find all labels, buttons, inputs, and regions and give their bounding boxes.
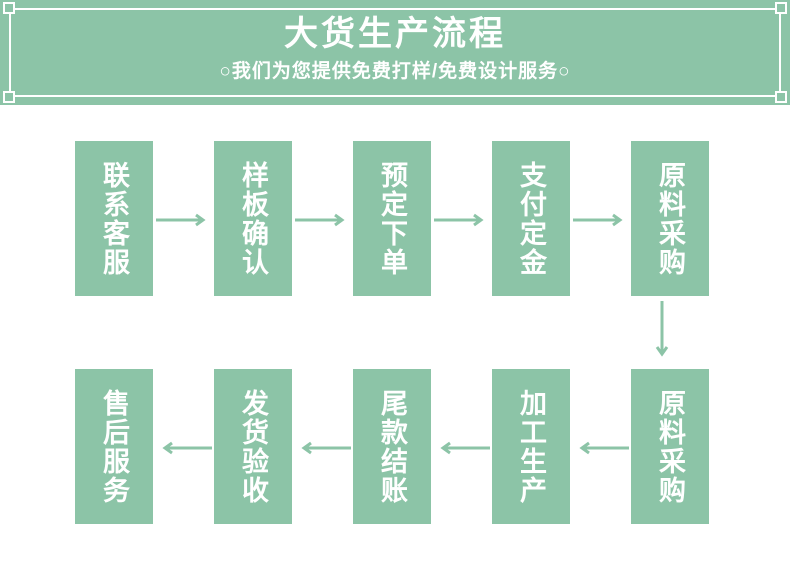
node-material-purchase: 原料采购 — [631, 141, 709, 296]
node-contact-service: 联系客服 — [75, 141, 153, 296]
arrow-right-icon — [434, 213, 490, 227]
banner-corner-top-left — [3, 2, 15, 14]
arrow-right-icon — [573, 213, 629, 227]
node-ship-inspect: 发货验收 — [214, 369, 292, 524]
node-after-sales: 售后服务 — [75, 369, 153, 524]
arrow-right-icon — [156, 213, 212, 227]
banner-corner-bottom-left — [3, 91, 15, 103]
node-place-order: 预定下单 — [353, 141, 431, 296]
process-flow: 联系客服 样板确认 预定下单 支付定金 原料采购 — [0, 105, 790, 576]
arrow-left-icon — [156, 441, 212, 455]
banner-corner-top-right — [775, 2, 787, 14]
node-sample-confirm: 样板确认 — [214, 141, 292, 296]
arrow-left-icon — [434, 441, 490, 455]
node-material-purchase-2: 原料采购 — [631, 369, 709, 524]
node-final-payment: 尾款结账 — [353, 369, 431, 524]
banner-corner-bottom-right — [775, 91, 787, 103]
page-subtitle: ○我们为您提供免费打样/免费设计服务○ — [219, 61, 571, 82]
arrow-left-icon — [573, 441, 629, 455]
arrow-down-icon — [655, 301, 669, 363]
page-title: 大货生产流程 — [284, 15, 506, 53]
node-pay-deposit: 支付定金 — [492, 141, 570, 296]
arrow-left-icon — [295, 441, 351, 455]
banner-frame — [9, 8, 781, 97]
arrow-right-icon — [295, 213, 351, 227]
header-banner: 大货生产流程 ○我们为您提供免费打样/免费设计服务○ — [0, 0, 790, 105]
node-production: 加工生产 — [492, 369, 570, 524]
